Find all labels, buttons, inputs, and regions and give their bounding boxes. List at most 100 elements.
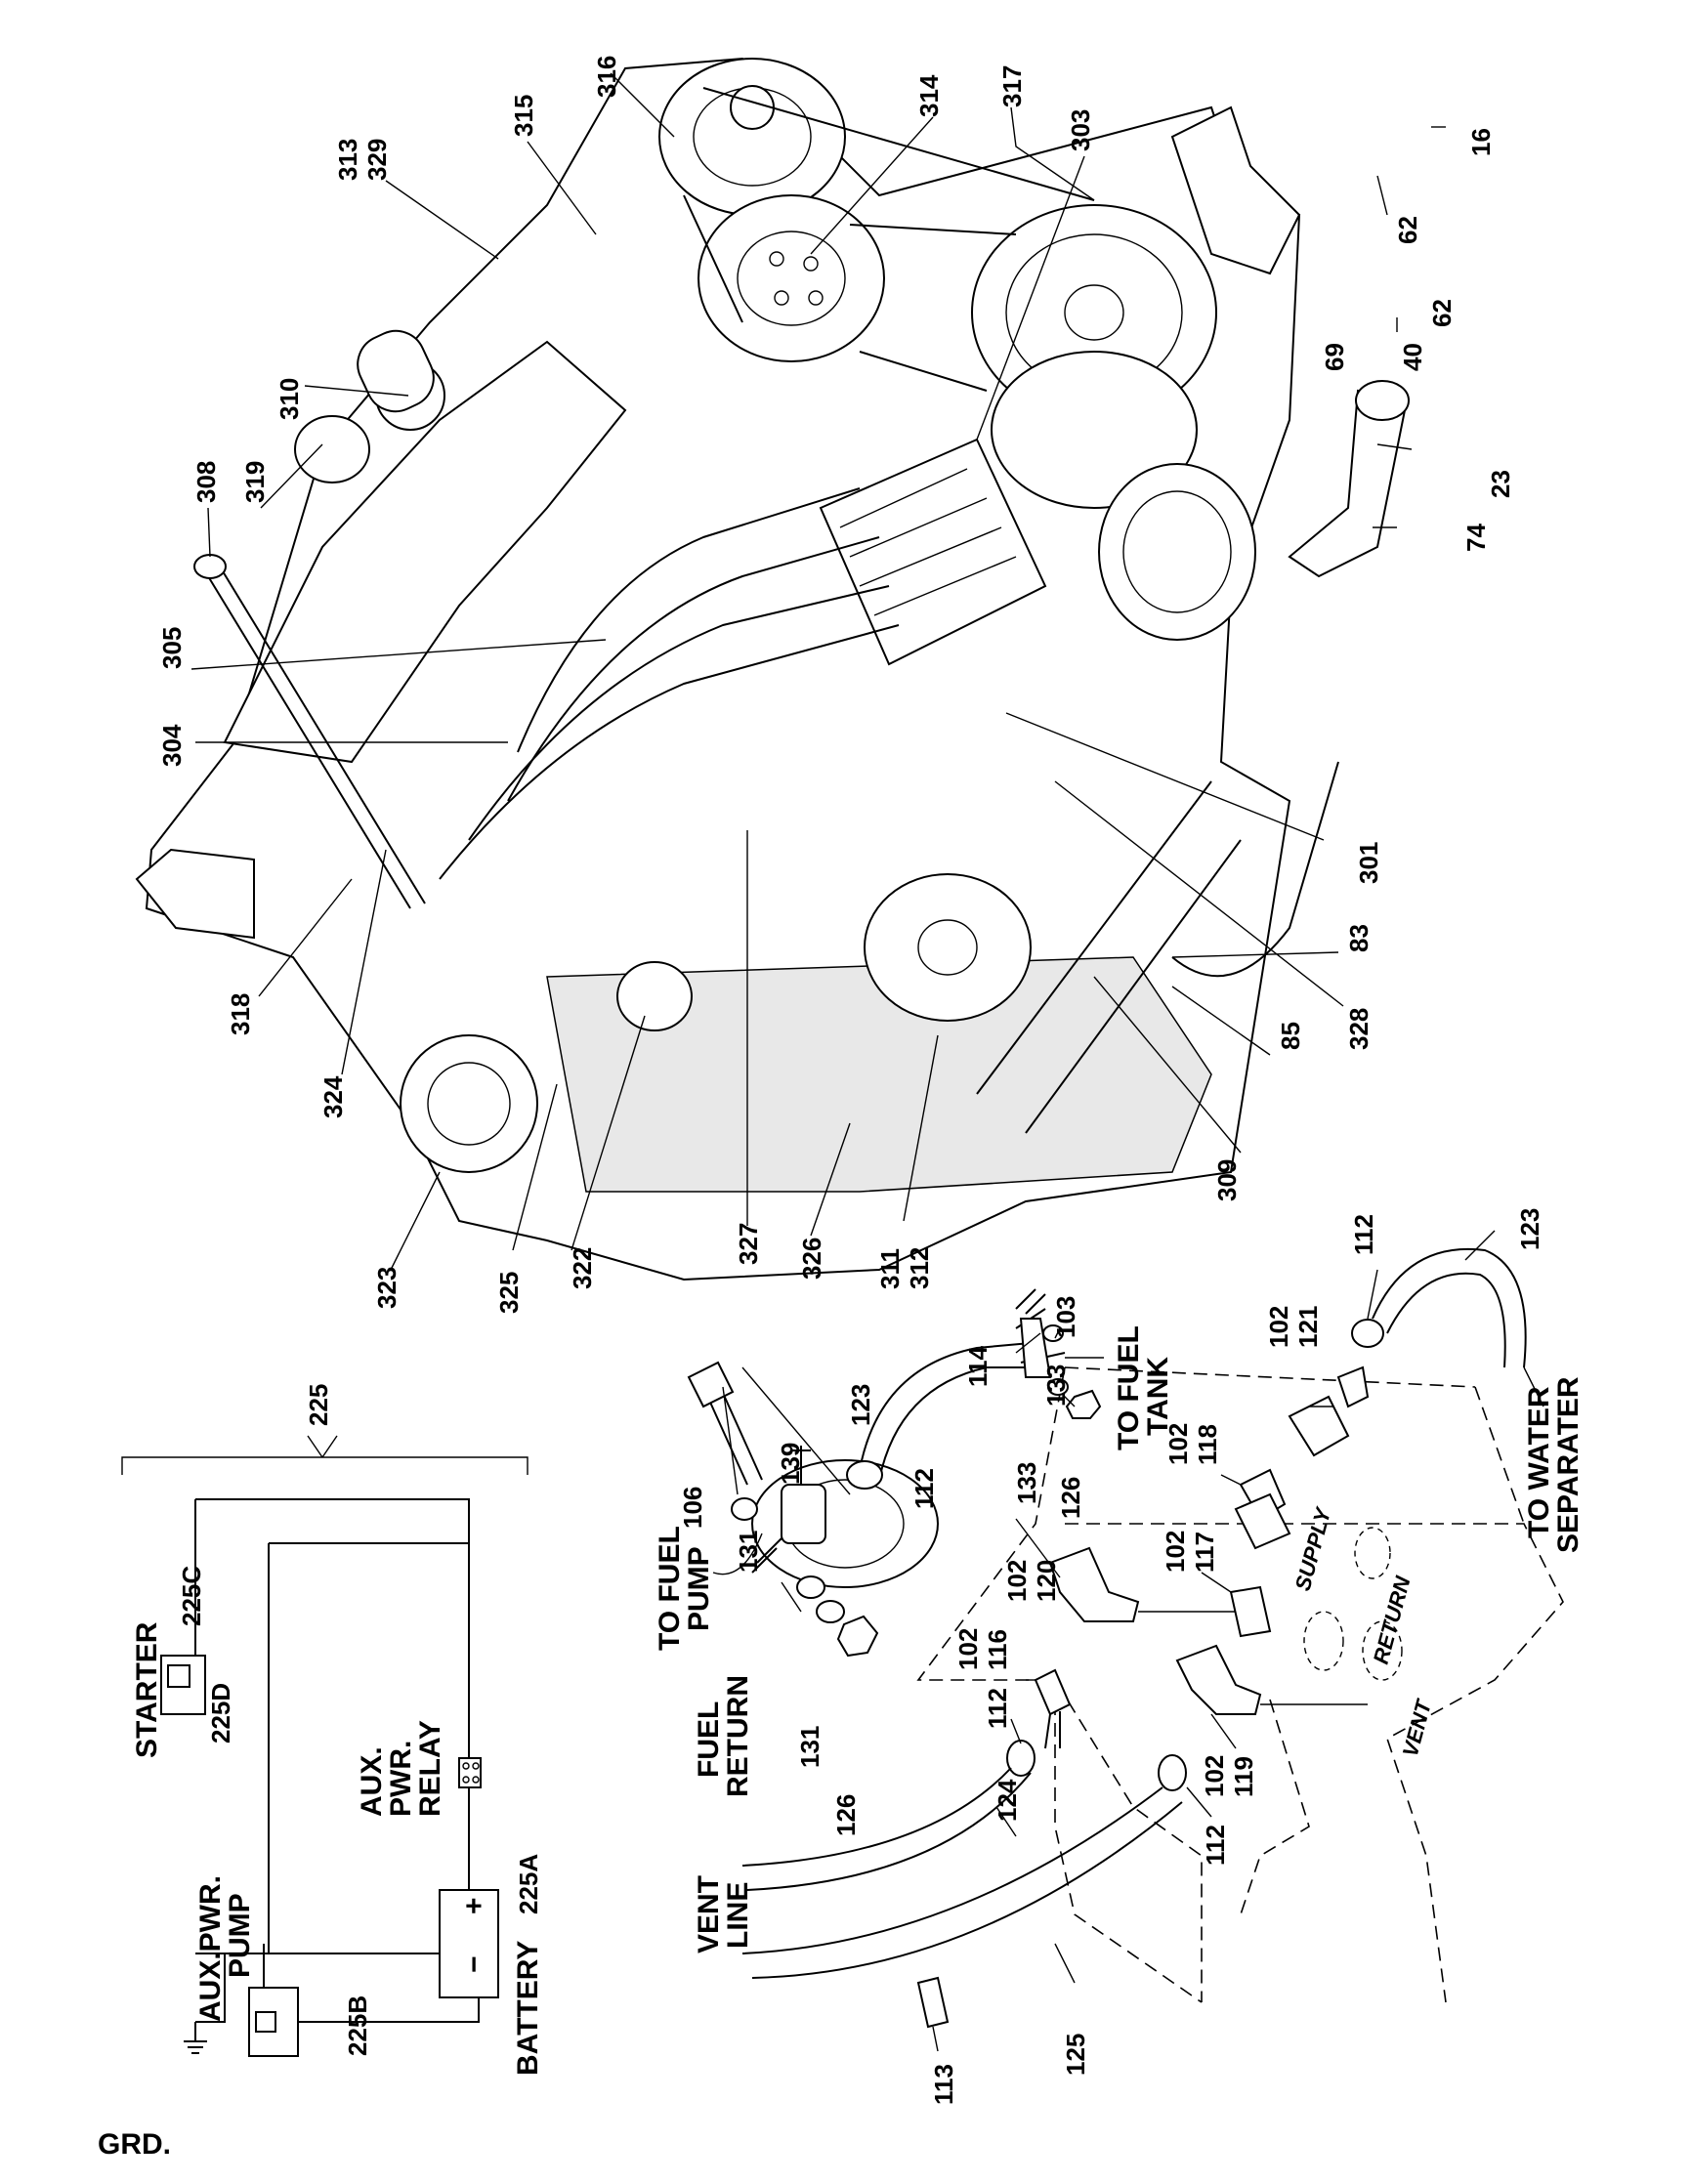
label-225d: 225D (206, 1683, 235, 1743)
callout-305: 305 (157, 627, 187, 669)
label-to-water-1: TO WATER (1523, 1386, 1555, 1538)
label-aux-relay-1: AUX. (356, 1746, 388, 1817)
callout-102-a: 102 (1002, 1560, 1032, 1602)
callout-323: 323 (372, 1267, 402, 1309)
label-starter: STARTER (131, 1621, 163, 1758)
label-vent-line-1: VENT (693, 1875, 725, 1953)
fuel-system-drawing (687, 1247, 1564, 2029)
label-aux-relay-3: RELAY (414, 1720, 446, 1817)
callout-133-b: 133 (1012, 1462, 1041, 1504)
engine-leaders (190, 72, 1446, 1271)
callout-126-a: 126 (1056, 1477, 1085, 1519)
callout-113: 113 (929, 2064, 958, 2105)
callout-314: 314 (914, 74, 944, 117)
callout-301: 301 (1354, 842, 1383, 884)
callout-325: 325 (494, 1272, 524, 1314)
callout-112-c: 112 (1349, 1214, 1378, 1255)
callout-106: 106 (678, 1487, 707, 1529)
callout-124: 124 (993, 1779, 1022, 1822)
label-to-fuel-tank-2: TANK (1142, 1357, 1174, 1436)
callout-317: 317 (997, 65, 1027, 107)
callout-83: 83 (1344, 924, 1374, 952)
label-225a: 225A (514, 1854, 543, 1914)
engine-assembly (135, 57, 1410, 1281)
callout-312: 312 (905, 1247, 934, 1289)
callout-102-b: 102 (953, 1628, 983, 1670)
callout-102-d: 102 (1163, 1423, 1193, 1465)
callout-123-b: 123 (1515, 1208, 1544, 1250)
callout-133-a: 133 (1041, 1365, 1071, 1407)
callout-85: 85 (1276, 1022, 1305, 1050)
callout-102-e: 102 (1264, 1306, 1293, 1348)
callout-103: 103 (1051, 1296, 1080, 1338)
callout-62-a: 62 (1393, 216, 1422, 244)
label-to-fuel-tank-1: TO FUEL (1113, 1325, 1145, 1450)
callout-23: 23 (1486, 470, 1515, 498)
callout-120: 120 (1032, 1560, 1061, 1602)
callout-121: 121 (1293, 1306, 1323, 1348)
callout-40: 40 (1398, 343, 1427, 371)
fuel-leaders (712, 1230, 1544, 2052)
label-battery: BATTERY (512, 1941, 544, 2076)
callout-116: 116 (983, 1629, 1012, 1670)
callout-329: 329 (362, 139, 392, 181)
callout-304: 304 (157, 724, 187, 767)
callout-102-f: 102 (1200, 1755, 1229, 1797)
label-aux-pump-2: PUMP (224, 1893, 256, 1978)
callout-69: 69 (1320, 343, 1349, 371)
callout-327: 327 (734, 1223, 763, 1265)
callout-16: 16 (1466, 128, 1496, 156)
label-vent: VENT (1398, 1697, 1437, 1760)
callout-125: 125 (1061, 2034, 1090, 2076)
callout-326: 326 (797, 1238, 826, 1280)
callout-126-b: 126 (831, 1794, 861, 1836)
callout-309: 309 (1212, 1159, 1242, 1201)
callout-303: 303 (1066, 109, 1095, 151)
label-to-fuel-pump-1: TO FUEL (654, 1526, 686, 1651)
wiring-schematic (121, 1435, 528, 2057)
callout-308: 308 (191, 461, 221, 503)
wiring-labels: 225 225C STARTER 225D AUX.PWR. PUMP AUX.… (98, 1384, 544, 2161)
label-supply: SUPPLY (1290, 1503, 1336, 1593)
label-vent-line-2: LINE (722, 1882, 754, 1949)
callout-322: 322 (568, 1247, 597, 1289)
callout-114: 114 (963, 1346, 993, 1387)
callout-139: 139 (776, 1443, 805, 1485)
callout-318: 318 (226, 993, 255, 1035)
callout-62-b: 62 (1427, 299, 1457, 327)
callout-112-b: 112 (983, 1688, 1012, 1729)
battery-plus: + (458, 1897, 490, 1914)
callout-328: 328 (1344, 1008, 1374, 1050)
label-return: RETURN (1369, 1573, 1416, 1666)
callout-310: 310 (275, 378, 304, 420)
label-aux-relay-2: PWR. (385, 1741, 417, 1817)
callout-131-b: 131 (795, 1726, 824, 1768)
label-aux-pump-1: AUX.PWR. (194, 1875, 227, 2022)
label-225: 225 (304, 1384, 333, 1426)
label-grd: GRD. (98, 2128, 171, 2161)
callout-324: 324 (318, 1075, 348, 1118)
callout-119: 119 (1229, 1756, 1258, 1797)
callout-319: 319 (240, 461, 270, 503)
label-225b: 225B (343, 1995, 372, 2056)
callout-315: 315 (509, 95, 538, 137)
callout-316: 316 (592, 56, 621, 98)
label-to-water-2: SEPARATER (1552, 1376, 1585, 1553)
callout-117: 117 (1190, 1532, 1219, 1573)
callout-118: 118 (1193, 1424, 1222, 1465)
callout-123-a: 123 (846, 1384, 875, 1426)
label-fuel-return-2: RETURN (722, 1675, 754, 1797)
callout-112-d: 112 (1201, 1825, 1230, 1866)
engine-callouts: 308 319 310 313 329 315 316 314 317 303 … (157, 56, 1515, 1314)
fuel-callouts: 114 103 133 133 123 126 112 106 139 131 … (654, 1208, 1585, 2105)
callout-313: 313 (333, 139, 362, 181)
label-225c: 225C (177, 1566, 206, 1626)
battery-minus: − (458, 1955, 490, 1973)
callout-102-c: 102 (1161, 1531, 1190, 1573)
callout-112-a: 112 (909, 1468, 939, 1509)
callout-131-a: 131 (734, 1531, 763, 1573)
label-to-fuel-pump-2: PUMP (683, 1546, 715, 1631)
label-fuel-return-1: FUEL (693, 1701, 725, 1778)
